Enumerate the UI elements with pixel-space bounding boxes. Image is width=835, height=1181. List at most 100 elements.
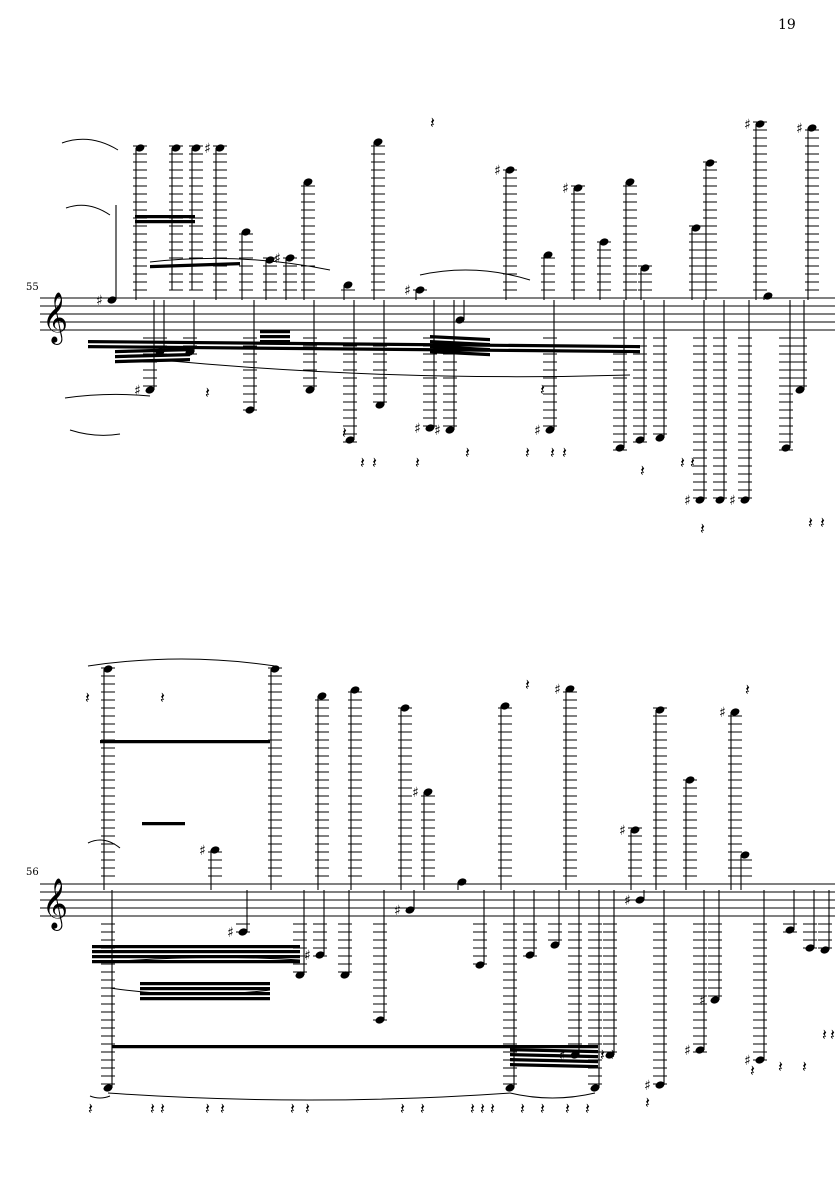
beam [150,262,240,269]
slur [509,1092,596,1099]
beam [510,1063,598,1069]
rest-icon: 𝄽 [562,443,567,462]
rest-icon: 𝄽 [290,1099,295,1118]
beam [510,1048,598,1054]
notehead [820,946,830,954]
rest-icon: 𝄽 [220,1099,225,1118]
notehead [210,846,220,854]
notehead [103,1084,113,1092]
sharp-icon: ♯ [644,1078,651,1094]
rest-icon: 𝄽 [490,1099,495,1118]
slur [149,257,331,271]
slur [109,956,301,963]
notehead [755,1056,765,1064]
notehead [215,144,225,152]
notehead [475,961,485,969]
rest-icon: 𝄽 [745,680,750,699]
notehead [405,906,415,914]
notehead [625,178,635,186]
sharp-icon: ♯ [684,1043,691,1059]
beam [112,1045,598,1049]
rest-icon: 𝄽 [525,443,530,462]
sharp-icon: ♯ [494,163,501,179]
slur [89,1095,111,1099]
sharp-icon: ♯ [204,141,211,157]
sharp-icon: ♯ [274,251,281,267]
notehead [805,944,815,952]
sharp-icon: ♯ [434,423,441,439]
notehead [375,1016,385,1024]
rest-icon: 𝄽 [550,443,555,462]
sharp-icon: ♯ [404,283,411,299]
sharp-icon: ♯ [534,423,541,439]
sharp-icon: ♯ [744,1053,751,1069]
slur [65,204,111,216]
notehead [635,436,645,444]
sharp-icon: ♯ [562,181,569,197]
sharp-icon: ♯ [684,493,691,509]
rest-icon: 𝄽 [360,453,365,472]
notehead [345,436,355,444]
measure-number-56: 56 [26,867,39,878]
notehead [655,434,665,442]
page-number: 19 [778,17,796,33]
rest-icon: 𝄽 [778,1057,783,1076]
rest-icon: 𝄽 [540,380,545,399]
beam [92,950,300,954]
beam [135,215,195,219]
rest-icon: 𝄽 [430,113,435,132]
rest-icon: 𝄽 [150,1099,155,1118]
notehead [710,996,720,1004]
slur [109,987,271,996]
notehead [191,144,201,152]
rest-icon: 𝄽 [420,1099,425,1118]
rest-icon: 𝄽 [400,1099,405,1118]
notehead [445,426,455,434]
notehead [755,120,765,128]
sharp-icon: ♯ [134,383,141,399]
sharp-icon: ♯ [227,925,234,941]
sharp-icon: ♯ [96,293,103,309]
rest-icon: 𝄽 [808,513,813,532]
sharp-icon: ♯ [412,785,419,801]
notehead [781,444,791,452]
rest-icon: 𝄽 [830,1025,835,1044]
notehead [630,826,640,834]
notehead [730,708,740,716]
rest-icon: 𝄽 [465,443,470,462]
notehead [500,702,510,710]
beam [100,740,270,744]
rest-icon: 𝄽 [802,1057,807,1076]
rest-icon: 𝄽 [470,1099,475,1118]
sharp-icon: ♯ [619,823,626,839]
rest-icon: 𝄽 [540,1099,545,1118]
notehead [241,228,251,236]
beam [140,987,270,991]
notehead [705,159,715,167]
notehead [373,138,383,146]
beam [115,358,190,364]
rest-icon: 𝄽 [645,1093,650,1112]
slur [64,393,151,399]
beam [135,220,195,224]
beam [430,345,490,352]
sharp-icon: ♯ [699,993,706,1009]
notehead [505,1084,515,1092]
slur [419,269,531,281]
rest-icon: 𝄽 [205,383,210,402]
rest-icon: 𝄽 [342,423,347,442]
notehead [615,444,625,452]
notehead [695,1046,705,1054]
beam [260,330,290,334]
rest-icon: 𝄽 [680,453,685,472]
rest-icon: 𝄽 [600,1045,605,1064]
notehead [171,144,181,152]
beam [88,340,640,349]
notehead [400,704,410,712]
sharp-icon: ♯ [744,117,751,133]
notehead [573,184,583,192]
notehead [785,926,795,934]
rest-icon: 𝄽 [585,1099,590,1118]
rest-icon: 𝄽 [700,519,705,538]
